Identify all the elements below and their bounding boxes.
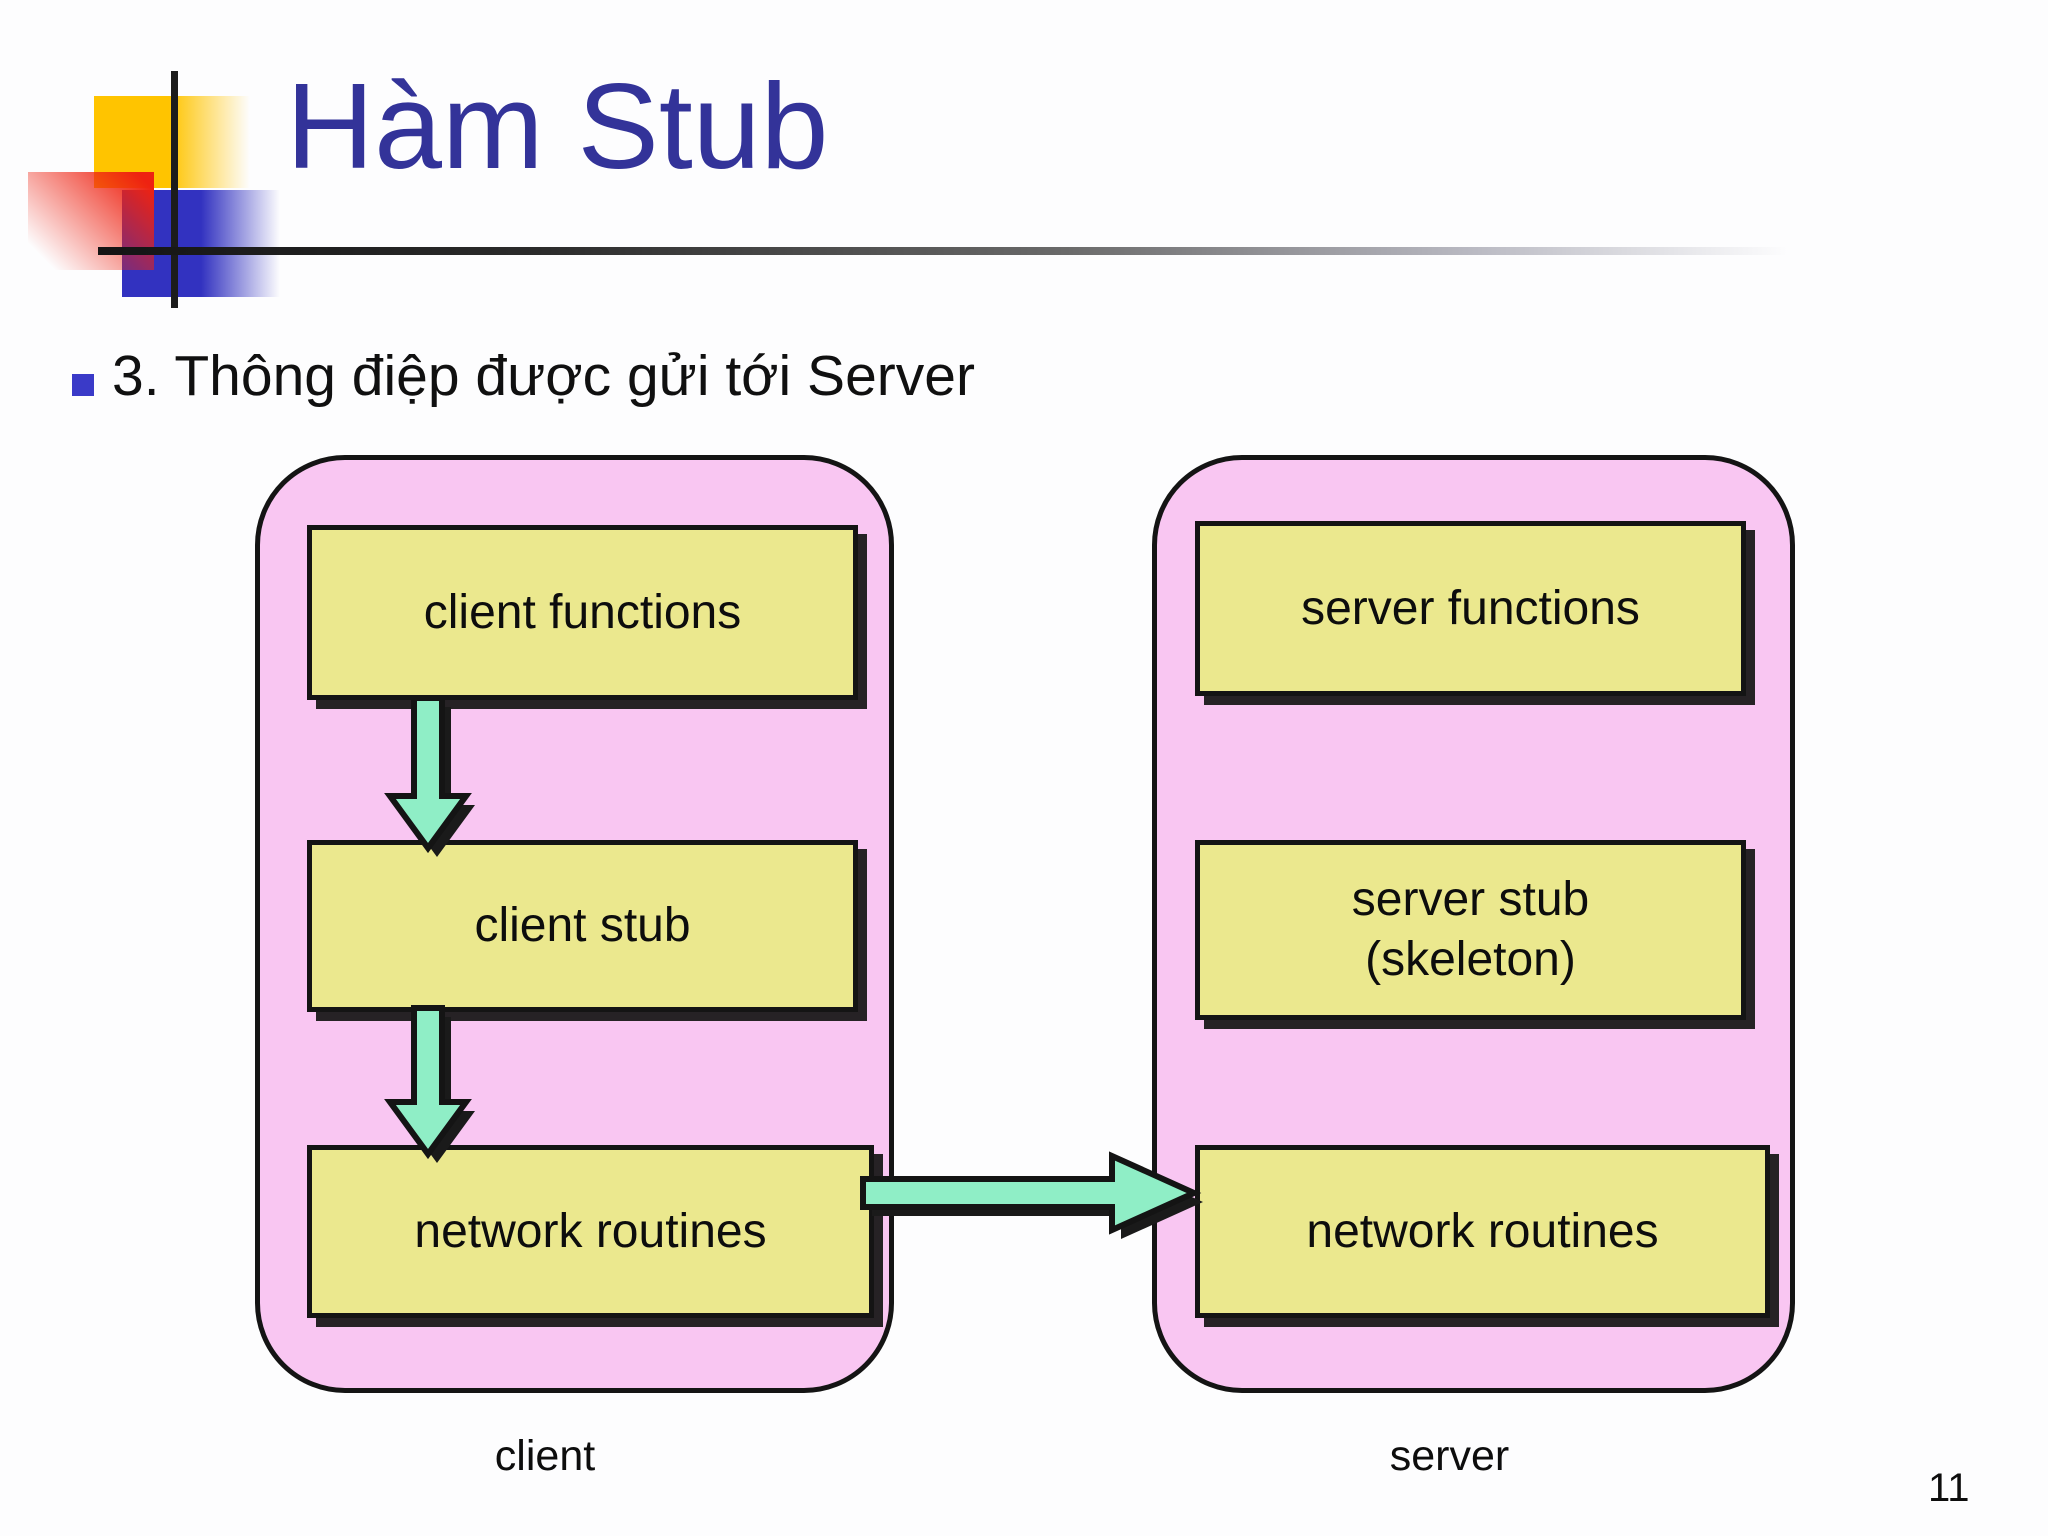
bullet-square-icon [72, 374, 94, 396]
server-functions-box: server functions [1195, 521, 1746, 696]
logo-red-square [28, 172, 154, 270]
page-number: 11 [1928, 1466, 1970, 1510]
client-group-label: client [494, 1432, 596, 1480]
down-arrow-icon [384, 1005, 475, 1163]
server-network-routines-box: network routines [1195, 1145, 1770, 1318]
title-separator-line [98, 247, 1858, 255]
page-title: Hàm Stub [286, 58, 829, 194]
client-network-routines-box: network routines [307, 1145, 874, 1318]
client-functions-box: client functions [307, 525, 858, 700]
server-group-label: server [1389, 1432, 1510, 1480]
logo-vertical-line [171, 71, 178, 308]
client-stub-box: client stub [307, 840, 858, 1012]
server-stub-box: server stub (skeleton) [1195, 840, 1746, 1020]
bullet-text: 3. Thông điệp được gửi tới Server [112, 344, 975, 408]
down-arrow-icon [384, 695, 475, 857]
right-arrow-icon [860, 1151, 1203, 1239]
